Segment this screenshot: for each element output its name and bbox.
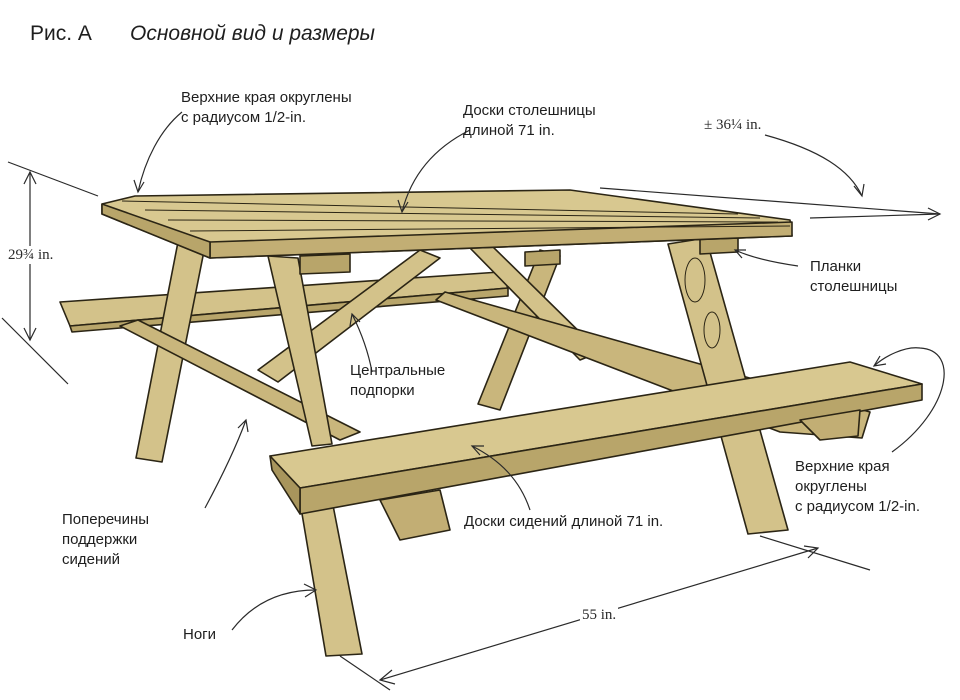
width-dimension: 55 in.	[580, 606, 619, 624]
back-seat-support	[119, 319, 361, 441]
leader-top-width	[764, 134, 863, 197]
leader-top-edges-left	[137, 111, 183, 193]
leader-seat-boards	[471, 445, 531, 511]
label-tabletop-boards: Доски столешницы длиной 71 in.	[463, 102, 596, 139]
label-top-edges-rounded-right: Верхние края округлены с радиусом 1/2-in…	[795, 458, 920, 515]
leader-cleats	[734, 249, 799, 267]
label-tabletop-cleats: Планки столешницы	[810, 258, 898, 295]
label-legs: Ноги	[183, 626, 217, 643]
front-leg-lower	[297, 489, 363, 657]
figure-title: Основной вид и размеры	[130, 22, 376, 45]
leader-center-braces	[351, 313, 373, 373]
top-width-dimension: ± 36¼ in.	[702, 116, 764, 134]
front-left-leg	[267, 255, 333, 447]
leader-seat-supports	[204, 419, 247, 509]
leader-top-edges-right	[873, 347, 945, 453]
leader-tabletop-boards	[401, 129, 471, 213]
label-seat-boards: Доски сидений длиной 71 in.	[464, 513, 664, 530]
leader-legs	[231, 589, 317, 631]
label-seat-supports: Поперечины поддержки сидений	[62, 511, 150, 568]
tabletop-cleat-left	[299, 253, 351, 275]
figure-number: Рис. А	[30, 22, 92, 45]
top-width-dimension-line	[599, 187, 941, 215]
label-top-edges-rounded-left: Верхние края округлены с радиусом 1/2-in…	[181, 89, 352, 126]
label-center-braces: Центральные подпорки	[350, 362, 446, 399]
height-dimension: 29¾ in.	[6, 246, 56, 264]
